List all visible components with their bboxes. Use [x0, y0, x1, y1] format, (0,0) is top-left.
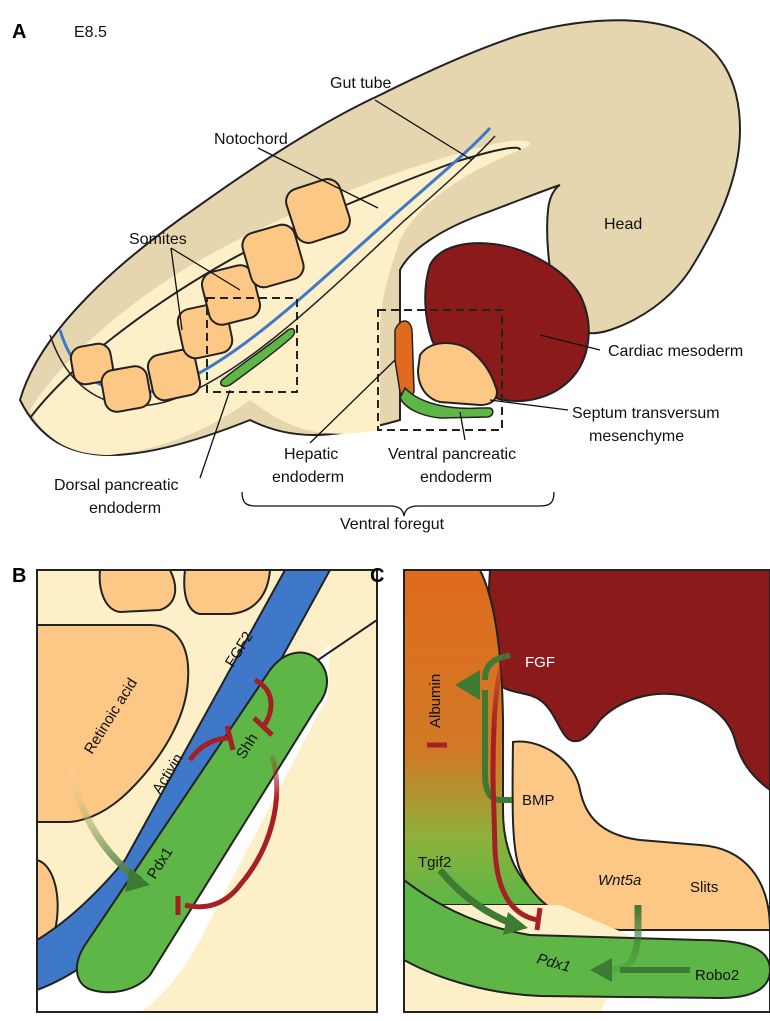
dorsal-panc-label-1: Dorsal pancreatic — [54, 477, 179, 494]
panel-b: B Retino — [12, 565, 377, 1012]
cardiac-mesoderm-label: Cardiac mesoderm — [608, 343, 743, 360]
panel-b-letter: B — [12, 565, 26, 587]
panel-c: C FGF Albumin BMP Tg — [370, 565, 770, 1012]
tgif2-label: Tgif2 — [418, 854, 451, 871]
ventral-foregut-label: Ventral foregut — [340, 516, 445, 533]
septum-label-2: mesenchyme — [589, 428, 684, 445]
somites-label: Somites — [129, 231, 187, 248]
slits-label: Slits — [690, 879, 718, 896]
ventral-foregut-brace — [242, 492, 554, 516]
panel-a: A E8.5 — [12, 20, 743, 533]
albumin-label: Albumin — [427, 674, 444, 728]
fgf-label: FGF — [525, 654, 555, 671]
septum-label-1: Septum transversum — [572, 405, 720, 422]
head-label: Head — [604, 216, 642, 233]
wnt5a-label: Wnt5a — [598, 872, 641, 889]
ventral-panc-label-2: endoderm — [420, 469, 492, 486]
stage-label: E8.5 — [74, 24, 107, 41]
hepatic-label-2: endoderm — [272, 469, 344, 486]
ventral-panc-label-1: Ventral pancreatic — [388, 446, 516, 463]
panel-a-letter: A — [12, 21, 26, 43]
dorsal-panc-label-2: endoderm — [89, 500, 161, 517]
bmp-label: BMP — [522, 792, 555, 809]
notochord-label: Notochord — [214, 131, 288, 148]
hepatic-label-1: Hepatic — [284, 446, 338, 463]
panel-c-letter: C — [370, 565, 384, 587]
robo2-label: Robo2 — [695, 967, 739, 984]
gut-tube-label: Gut tube — [330, 75, 391, 92]
